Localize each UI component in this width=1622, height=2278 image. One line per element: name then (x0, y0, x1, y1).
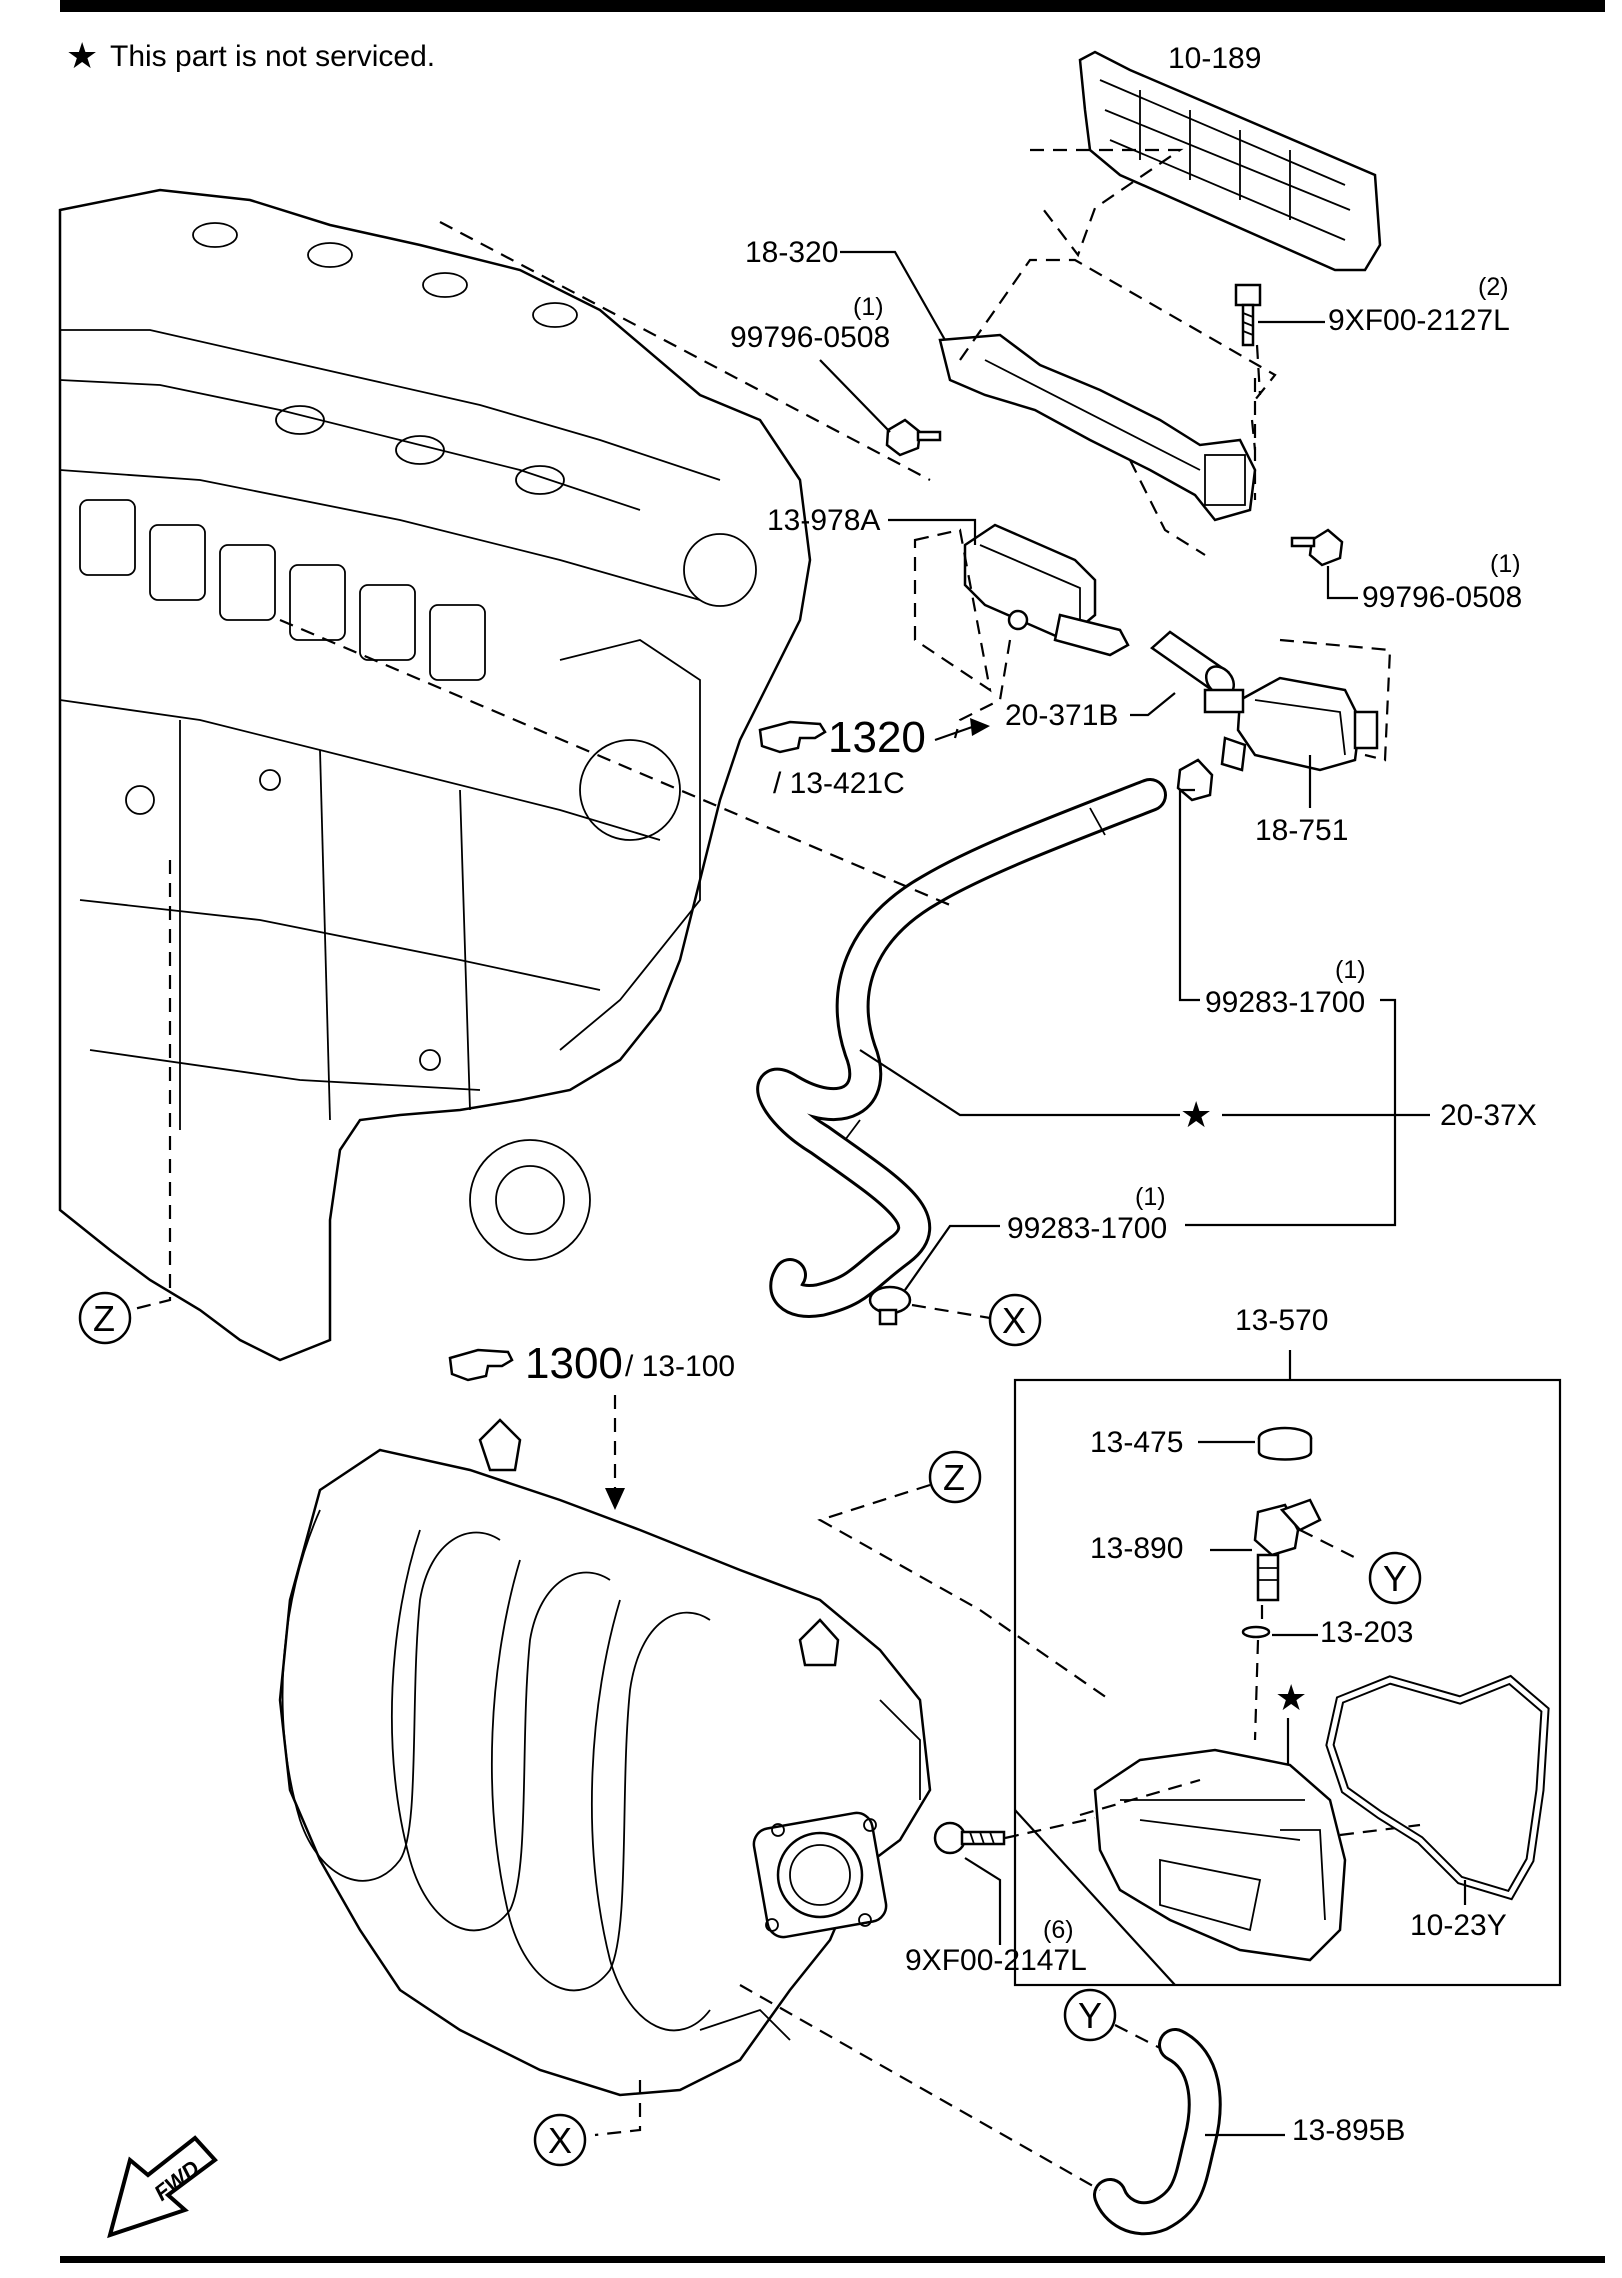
callout-z-left: Z (78, 1291, 132, 1345)
arrow-head-1300 (605, 1488, 625, 1510)
qty-99283-1700-lower: (1) (1135, 1183, 1166, 1211)
part-9XF00-2127L-bolt (1234, 283, 1262, 347)
part-99283-1700-clamp-upper (1176, 758, 1214, 802)
callout-y-lower: Y (1063, 1988, 1117, 2042)
label-20-371B: 20-371B (1005, 699, 1118, 732)
qty-99796-0508-left: (1) (853, 293, 884, 321)
top-border-bar (60, 0, 1605, 12)
reference-1320-sub: / 13-421C (773, 767, 905, 800)
part-13-890-pcv-valve (1253, 1498, 1322, 1602)
qty-9XF00-2127L: (2) (1478, 273, 1509, 301)
label-99796-0508-right: 99796-0508 (1362, 581, 1522, 614)
label-99283-1700-lower: 99283-1700 (1007, 1212, 1167, 1245)
label-13-203: 13-203 (1320, 1616, 1413, 1649)
part-13-203-o-ring (1241, 1625, 1271, 1639)
assembly-13-570-frame (1013, 1378, 1562, 1987)
part-20-371B-sleeve (1149, 630, 1236, 697)
label-13-895B: 13-895B (1292, 2114, 1405, 2147)
svg-text:Z: Z (93, 1298, 115, 1339)
label-20-37X: 20-37X (1440, 1099, 1537, 1132)
bottom-border-bar (60, 2256, 1605, 2263)
part-18-751-purge-valve (1203, 676, 1379, 772)
intake-manifold-illustration (278, 1418, 932, 2097)
qty-99283-1700-upper: (1) (1335, 956, 1366, 984)
label-13-978A: 13-978A (767, 504, 880, 537)
svg-text:X: X (1002, 1300, 1026, 1341)
fwd-label: FWD (149, 2155, 204, 2206)
label-9XF00-2127L: 9XF00-2127L (1328, 304, 1510, 337)
part-13-978A-canister (963, 523, 1130, 657)
part-99283-1700-clamp-lower (868, 1285, 912, 1326)
label-10-23Y: 10-23Y (1410, 1909, 1507, 1942)
label-13-890: 13-890 (1090, 1532, 1183, 1565)
note-star-icon: ★ (66, 35, 98, 76)
label-18-320: 18-320 (745, 236, 838, 269)
pointing-hand-icon-1320 (758, 720, 827, 754)
reference-1300: 1300 / 13-100 (448, 1339, 735, 1510)
label-9XF00-2147L: 9XF00-2147L (905, 1944, 1087, 1977)
part-99796-0508-bolt-left (885, 418, 942, 457)
part-99796-0508-bolt-right (1290, 528, 1344, 567)
reference-1320: 1320 / 13-421C (758, 713, 990, 800)
callout-x-upper: X (988, 1293, 1042, 1347)
label-13-475: 13-475 (1090, 1426, 1183, 1459)
label-18-751: 18-751 (1255, 814, 1348, 847)
part-18-320-bracket (938, 333, 1257, 522)
label-10-189: 10-189 (1168, 42, 1261, 75)
arrow-head-1320 (970, 718, 990, 736)
svg-text:Y: Y (1383, 1558, 1407, 1599)
callout-z-mid: Z (928, 1450, 982, 1504)
part-20-37X-hose (756, 778, 1167, 1318)
part-10-23Y-gasket (1325, 1674, 1550, 1901)
svg-text:Y: Y (1078, 1995, 1102, 2036)
callout-y-right: Y (1368, 1551, 1422, 1605)
part-9XF00-2147L-bolt (933, 1821, 1006, 1855)
qty-99796-0508-right: (1) (1490, 550, 1521, 578)
label-13-570: 13-570 (1235, 1304, 1328, 1337)
svg-text:Z: Z (943, 1457, 965, 1498)
reference-1320-number: 1320 (828, 713, 926, 762)
label-99796-0508-left: 99796-0508 (730, 321, 890, 354)
forward-direction-arrow-icon: FWD (107, 2135, 218, 2239)
not-serviced-note: ★ This part is not serviced. (66, 35, 435, 76)
engine-block-illustration (58, 188, 812, 1362)
pointing-hand-icon-1300 (448, 1348, 514, 1382)
qty-9XF00-2147L: (6) (1043, 1916, 1074, 1944)
oil-separator-cover (1093, 1748, 1347, 1962)
part-13-475-grommet (1257, 1426, 1313, 1461)
cover-not-serviced-star-icon: ★ (1275, 1677, 1307, 1718)
part-13-895B-hose (1093, 2028, 1222, 2236)
part-10-189-cover (1078, 50, 1382, 272)
label-99283-1700-upper: 99283-1700 (1205, 986, 1365, 1019)
callout-x-lower: X (533, 2113, 587, 2167)
note-text: This part is not serviced. (110, 40, 435, 73)
reference-1300-sub: / 13-100 (625, 1350, 735, 1383)
svg-text:X: X (548, 2120, 572, 2161)
reference-1300-number: 1300 (525, 1339, 623, 1388)
hose-not-serviced-star-icon: ★ (1180, 1094, 1212, 1135)
